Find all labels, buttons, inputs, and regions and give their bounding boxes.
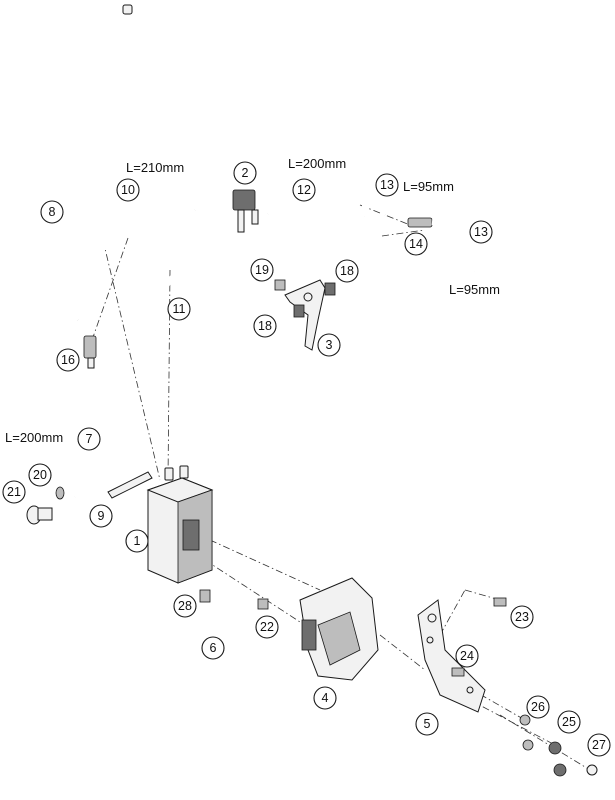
nut-26 [519, 714, 534, 751]
callouts: 1 2 3 4 5 6 7 8 9 10 11 12 13 13 14 16 1… [2, 161, 611, 757]
svg-text:4: 4 [322, 691, 329, 705]
callout-2: 2 [233, 161, 257, 185]
hose-6 [208, 598, 269, 625]
svg-text:16: 16 [61, 353, 75, 367]
grommet-18-left [293, 304, 305, 318]
callout-1: 1 [125, 529, 149, 553]
svg-text:28: 28 [178, 599, 192, 613]
callout-4: 4 [313, 686, 337, 710]
callout-5: 5 [415, 712, 439, 736]
callout-13-top: 13 [375, 173, 399, 197]
callout-13-right: 13 [469, 220, 493, 244]
svg-text:19: 19 [255, 263, 269, 277]
callout-23: 23 [510, 605, 534, 629]
svg-text:13: 13 [380, 178, 394, 192]
callout-6: 6 [201, 636, 225, 660]
callout-3: 3 [317, 333, 341, 357]
callout-10: 10 [116, 178, 140, 202]
svg-text:6: 6 [210, 641, 217, 655]
svg-text:13: 13 [474, 225, 488, 239]
callout-24: 24 [455, 644, 479, 668]
valve-2 [232, 189, 259, 233]
callout-20: 20 [28, 463, 52, 487]
hose-7 [74, 399, 119, 502]
callout-9: 9 [89, 504, 113, 528]
length-label-hose-13-top: L=95mm [403, 179, 454, 194]
assembly-lines [91, 204, 591, 771]
svg-text:20: 20 [33, 468, 47, 482]
length-label-hose-12: L=200mm [288, 156, 346, 171]
holder-4 [299, 577, 379, 681]
length-label-hose-7: L=200mm [5, 430, 63, 445]
callout-19: 19 [250, 258, 274, 282]
svg-text:25: 25 [562, 715, 576, 729]
hose-11 [150, 207, 197, 441]
length-labels: L=210mm L=200mm L=95mm L=95mm L=200mm [5, 156, 500, 445]
canister-1 [146, 465, 214, 584]
svg-text:5: 5 [424, 717, 431, 731]
svg-text:21: 21 [7, 485, 21, 499]
callout-27: 27 [587, 733, 611, 757]
washer-20 [55, 486, 65, 500]
svg-text:11: 11 [173, 302, 186, 316]
callout-12: 12 [292, 178, 316, 202]
length-label-hose-13-bottom: L=95mm [449, 282, 500, 297]
hose-8 [66, 4, 133, 322]
callout-26: 26 [526, 695, 550, 719]
hose-13-top [362, 194, 388, 216]
hose-12 [267, 207, 366, 219]
svg-text:24: 24 [460, 649, 474, 663]
callout-25: 25 [557, 710, 581, 734]
length-label-hose-10: L=210mm [126, 160, 184, 175]
svg-text:26: 26 [531, 700, 545, 714]
callout-8: 8 [40, 200, 64, 224]
strap-9 [107, 471, 153, 499]
connector-16 [83, 335, 97, 369]
callout-16: 16 [56, 348, 80, 372]
svg-text:9: 9 [98, 509, 105, 523]
svg-text:14: 14 [409, 237, 423, 251]
svg-text:18: 18 [340, 264, 354, 278]
connector-14 [407, 217, 433, 228]
svg-text:7: 7 [86, 432, 93, 446]
nut-25 [548, 741, 567, 777]
bolt-21 [26, 505, 53, 525]
hose-10 [100, 210, 141, 270]
svg-text:18: 18 [258, 319, 272, 333]
svg-text:12: 12 [297, 183, 311, 197]
bolt-19 [274, 279, 286, 291]
callout-21: 21 [2, 480, 26, 504]
callout-22: 22 [255, 615, 279, 639]
svg-text:1: 1 [134, 534, 141, 548]
plate-5 [417, 599, 486, 713]
grommet-18-right [324, 282, 336, 296]
svg-text:27: 27 [592, 738, 606, 752]
fitting-28 [199, 589, 211, 603]
callout-18-right: 18 [335, 259, 359, 283]
hose-13-bottom [431, 219, 477, 273]
callout-28: 28 [173, 594, 197, 618]
callout-18-left: 18 [253, 314, 277, 338]
svg-text:22: 22 [260, 620, 274, 634]
bolt-27 [586, 764, 598, 776]
callout-14: 14 [404, 232, 428, 256]
callout-11: 11 [167, 297, 191, 321]
bolt-24 [451, 667, 465, 677]
svg-text:10: 10 [121, 183, 135, 197]
svg-text:8: 8 [49, 205, 56, 219]
svg-text:2: 2 [242, 166, 249, 180]
svg-text:23: 23 [515, 610, 529, 624]
callout-7: 7 [77, 427, 101, 451]
svg-text:3: 3 [326, 338, 333, 352]
bolt-23 [493, 597, 507, 607]
